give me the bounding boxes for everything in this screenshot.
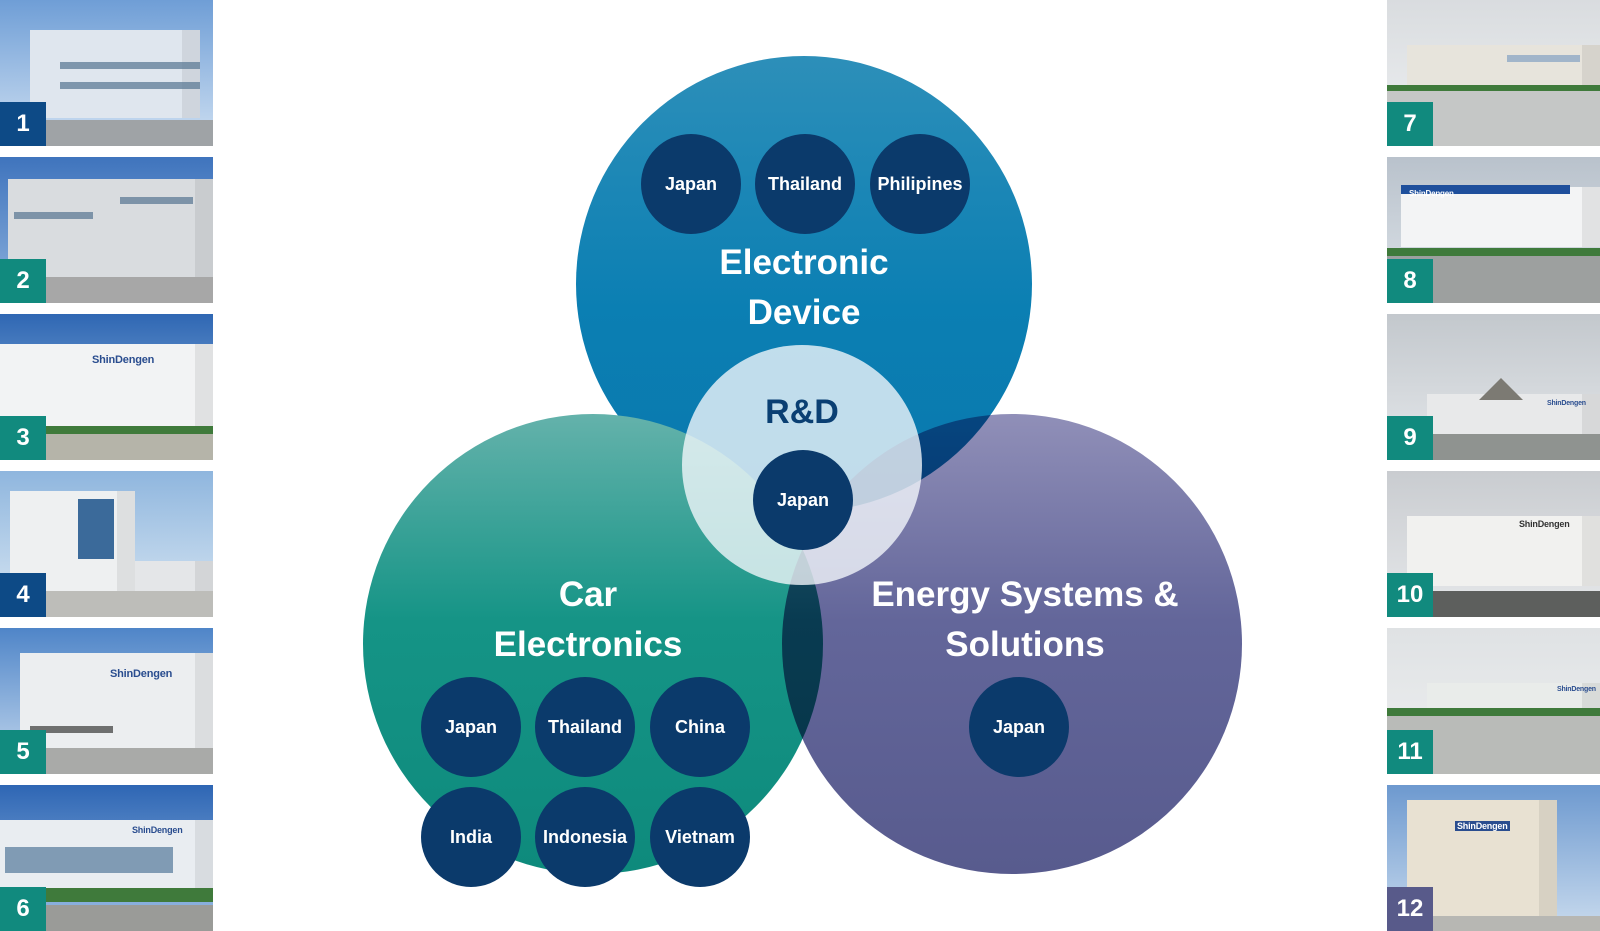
building-sign: ShinDengen [1455,821,1510,831]
location-badge: Philipines [870,134,970,234]
location-badge: Indonesia [535,787,635,887]
location-badge: Japan [641,134,741,234]
photo-number-badge: 4 [0,573,46,617]
building-sign: ShinDengen [1409,189,1454,198]
building-sign: ShinDengen [1547,400,1586,407]
factory-photo-9: ShinDengen 9 [1387,314,1600,460]
building-sign: ShinDengen [110,668,173,680]
photo-number-badge: 1 [0,102,46,146]
electronic-device-title: Electronic Device [719,243,889,332]
factory-photo-2: 2 [0,157,213,303]
building-sign: ShinDengen [132,825,183,835]
building-sign: ShinDengen [1557,686,1596,693]
location-badge: Thailand [535,677,635,777]
photo-number-badge: 9 [1387,416,1433,460]
factory-photo-8: ShinDengen 8 [1387,157,1600,303]
photo-number-badge: 11 [1387,730,1433,774]
factory-photo-7: 7 [1387,0,1600,146]
location-badge: Japan [969,677,1069,777]
location-badge: Japan [421,677,521,777]
location-badge: Japan [753,450,853,550]
factory-photo-10: ShinDengen 10 [1387,471,1600,617]
factory-photo-11: ShinDengen 11 [1387,628,1600,774]
building-sign: ShinDengen [1519,519,1570,529]
location-badge: China [650,677,750,777]
factory-photo-5: ShinDengen 5 [0,628,213,774]
energy-systems-title: Energy Systems & Solutions [871,575,1179,664]
factory-photo-6: ShinDengen 6 [0,785,213,931]
photo-number-badge: 7 [1387,102,1433,146]
location-badge: Thailand [755,134,855,234]
photo-number-badge: 8 [1387,259,1433,303]
photo-number-badge: 3 [0,416,46,460]
rd-title: R&D [765,393,839,431]
photo-number-badge: 2 [0,259,46,303]
factory-photo-3: ShinDengen 3 [0,314,213,460]
building-sign: ShinDengen [92,354,155,366]
photo-number-badge: 5 [0,730,46,774]
location-badge: India [421,787,521,887]
factory-photo-4: 4 [0,471,213,617]
factory-photo-12: ShinDengen 12 [1387,785,1600,931]
photo-number-badge: 12 [1387,887,1433,931]
factory-photo-1: 1 [0,0,213,146]
photo-number-badge: 10 [1387,573,1433,617]
location-badge: Vietnam [650,787,750,887]
photo-number-badge: 6 [0,887,46,931]
car-electronics-title: Car Electronics [493,575,683,664]
